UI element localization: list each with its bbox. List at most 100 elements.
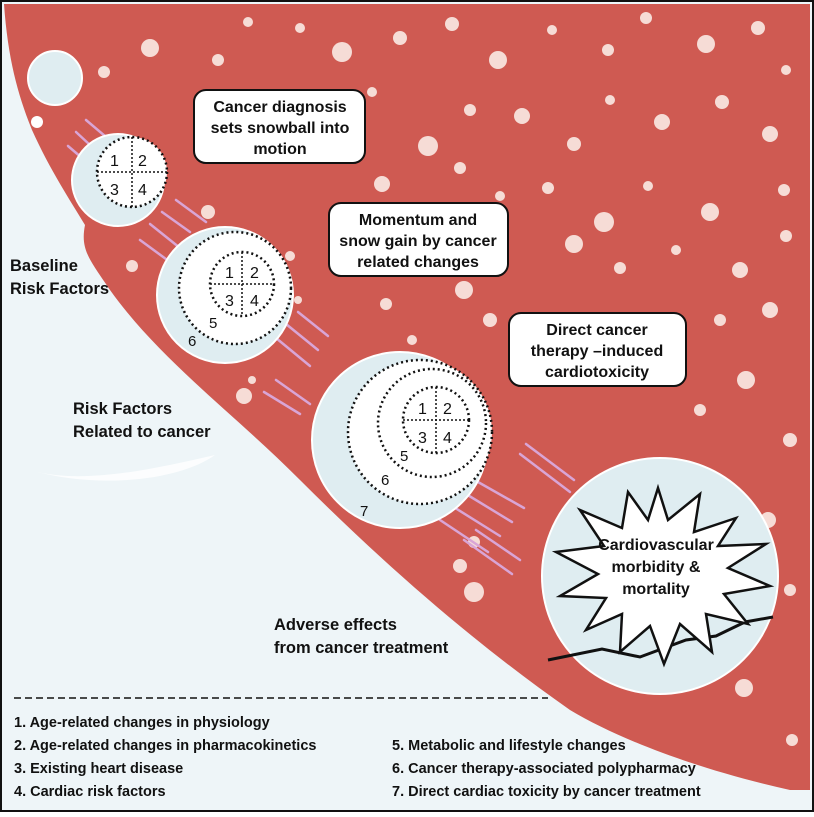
snow-dot xyxy=(567,137,581,151)
snow-dot xyxy=(614,262,626,274)
snow-dot xyxy=(735,679,753,697)
snow-drift xyxy=(30,455,215,481)
snow-dot xyxy=(126,260,138,272)
momentum-line-3: related changes xyxy=(357,254,479,271)
snow-dot xyxy=(380,298,392,310)
snow-dot xyxy=(454,162,466,174)
callout-diagnosis: Cancer diagnosis sets snowball into moti… xyxy=(193,89,366,164)
snow-dot xyxy=(784,584,796,596)
related-label-1: Risk Factors xyxy=(73,400,172,418)
ball2-num-5: 5 xyxy=(209,315,217,332)
motion-streak xyxy=(474,528,522,562)
adverse-label-1: Adverse effects xyxy=(274,616,397,634)
snow-dot xyxy=(762,302,778,318)
snow-dot xyxy=(714,314,726,326)
ball3-num-7: 7 xyxy=(360,503,368,520)
motion-streaks xyxy=(66,118,576,576)
ball2-num-2: 2 xyxy=(250,265,259,282)
snow-dot xyxy=(786,734,798,746)
snowball-1: 1 2 3 4 xyxy=(71,133,169,227)
snow-dot xyxy=(694,404,706,416)
snow-dot xyxy=(602,44,614,56)
motion-streak xyxy=(274,336,312,368)
motion-streak xyxy=(524,442,576,482)
motion-streak xyxy=(296,310,330,338)
ball1-num-1: 1 xyxy=(110,153,119,170)
snow-dot xyxy=(643,181,653,191)
ball1-num-4: 4 xyxy=(138,182,147,199)
motion-streak xyxy=(274,378,312,406)
snow-dot xyxy=(243,17,253,27)
motion-streak xyxy=(138,238,172,264)
snow-dot xyxy=(445,17,459,31)
snowball-4: Cardiovascular morbidity & mortality xyxy=(541,457,779,695)
snow-dot xyxy=(201,205,215,219)
ball2-num-1: 1 xyxy=(225,265,234,282)
ball3-num-4: 4 xyxy=(443,430,452,447)
snow-dot xyxy=(671,245,681,255)
legend-item-1: 1. Age-related changes in physiology xyxy=(14,715,270,731)
snowball-2: 1 2 3 4 5 6 xyxy=(156,226,294,364)
snow-dot xyxy=(294,296,302,304)
snow-dot xyxy=(464,104,476,116)
legend-item-6: 6. Cancer therapy-associated polypharmac… xyxy=(392,761,696,777)
diagnosis-line-3: motion xyxy=(253,141,306,158)
callout-direct: Direct cancer therapy –induced cardiotox… xyxy=(508,312,687,387)
snow-dot xyxy=(594,212,614,232)
snow-dot xyxy=(212,54,224,66)
snowball-3: 1 2 3 4 5 6 7 xyxy=(311,351,494,529)
ball3-num-6: 6 xyxy=(381,472,389,489)
snow-dot xyxy=(565,235,583,253)
snow-dot xyxy=(295,23,305,33)
snow-dot xyxy=(98,66,110,78)
snow-dot xyxy=(715,95,729,109)
snow-dot xyxy=(464,582,484,602)
motion-streak xyxy=(476,480,526,510)
snow-dot xyxy=(781,65,791,75)
snow-dot xyxy=(236,388,252,404)
legend-item-3: 3. Existing heart disease xyxy=(14,761,183,777)
snow-dot xyxy=(285,251,295,261)
snow-dots xyxy=(98,12,798,746)
snow-dot xyxy=(367,87,377,97)
snow-dot xyxy=(737,371,755,389)
baseline-label-1: Baseline xyxy=(10,257,78,275)
snow-dot xyxy=(393,31,407,45)
snow-dot xyxy=(701,203,719,221)
legend-item-4: 4. Cardiac risk factors xyxy=(14,784,166,800)
motion-streak xyxy=(262,390,302,416)
direct-line-2: therapy –induced xyxy=(531,343,663,360)
snow-dot xyxy=(141,39,159,57)
snow-dot xyxy=(374,176,390,192)
ball3-num-2: 2 xyxy=(443,401,452,418)
snow-dot xyxy=(495,191,505,201)
snow-dot xyxy=(248,376,256,384)
legend-item-5: 5. Metabolic and lifestyle changes xyxy=(392,738,626,754)
diagnosis-line-2: sets snowball into xyxy=(211,120,350,137)
direct-line-3: cardiotoxicity xyxy=(545,364,649,381)
ball1-num-3: 3 xyxy=(110,182,119,199)
snow-dot xyxy=(654,114,670,130)
ball1-num-2: 2 xyxy=(138,153,147,170)
snow-dot xyxy=(407,335,417,345)
legend-item-7: 7. Direct cardiac toxicity by cancer tre… xyxy=(392,784,701,800)
snow-dot xyxy=(453,559,467,573)
snow-dot xyxy=(483,313,497,327)
motion-streak xyxy=(148,222,182,250)
motion-streak xyxy=(450,504,502,538)
motion-streak xyxy=(284,322,320,352)
ball2-num-4: 4 xyxy=(250,293,259,310)
outcome-line-1: Cardiovascular xyxy=(598,537,714,554)
snow-dot xyxy=(514,108,530,124)
motion-streak xyxy=(462,538,514,576)
baseline-label-2: Risk Factors xyxy=(10,280,109,298)
snow-dot xyxy=(783,433,797,447)
starburst xyxy=(551,483,775,668)
momentum-line-2: snow gain by cancer xyxy=(339,233,496,250)
legend: 1. Age-related changes in physiology 2. … xyxy=(14,715,701,800)
snow-dot xyxy=(605,95,615,105)
motion-streak xyxy=(518,452,572,494)
diagnosis-line-1: Cancer diagnosis xyxy=(213,99,346,116)
